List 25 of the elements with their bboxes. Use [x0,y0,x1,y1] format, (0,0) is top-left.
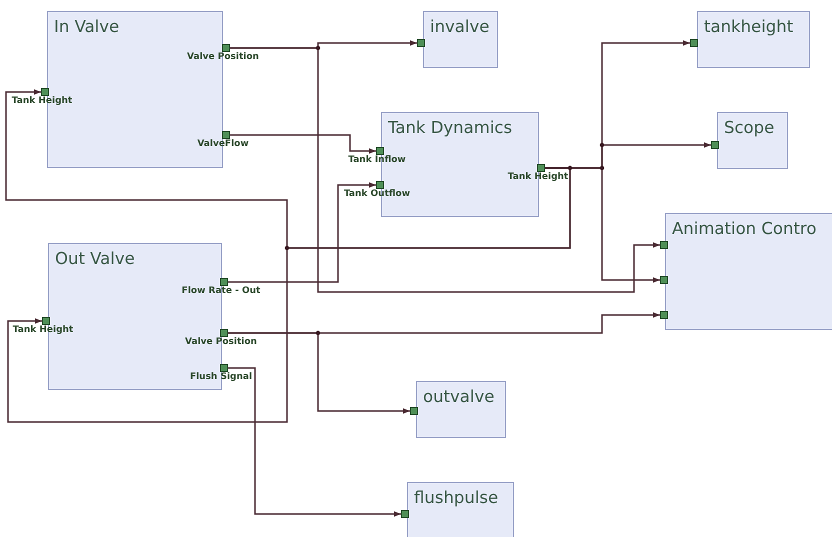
port-label: Tank Height [12,325,74,336]
block-title: tankheight [704,17,794,36]
block-title: Out Valve [55,249,135,268]
block-title: In Valve [54,17,120,36]
block-title: Scope [724,118,774,137]
connector-arrow [7,167,571,423]
port-label: Tank Height [12,96,72,107]
port-label: ValveFlow [197,139,249,150]
block-title: invalve [430,17,490,36]
port-label: Flush Signal [190,372,252,383]
port-label: Tank Outflow [344,189,410,200]
block-title: flushpulse [414,488,498,507]
connector-arrow [228,182,376,283]
block-title: Tank Dynamics [388,118,512,137]
connector-arrow [230,47,660,293]
connector-arrow [228,332,410,414]
connector-arrow [228,367,401,517]
port-label: Flow Rate - Out [182,286,260,297]
connector-arrow [230,134,376,154]
block-title: Animation Contro [672,219,816,238]
port-label: Tank Inflow [348,155,406,166]
port-label: Valve Position [187,52,259,63]
port-label: Valve Position [185,337,257,348]
port-label: Tank Height [508,172,568,183]
block-title: outvalve [423,387,494,406]
